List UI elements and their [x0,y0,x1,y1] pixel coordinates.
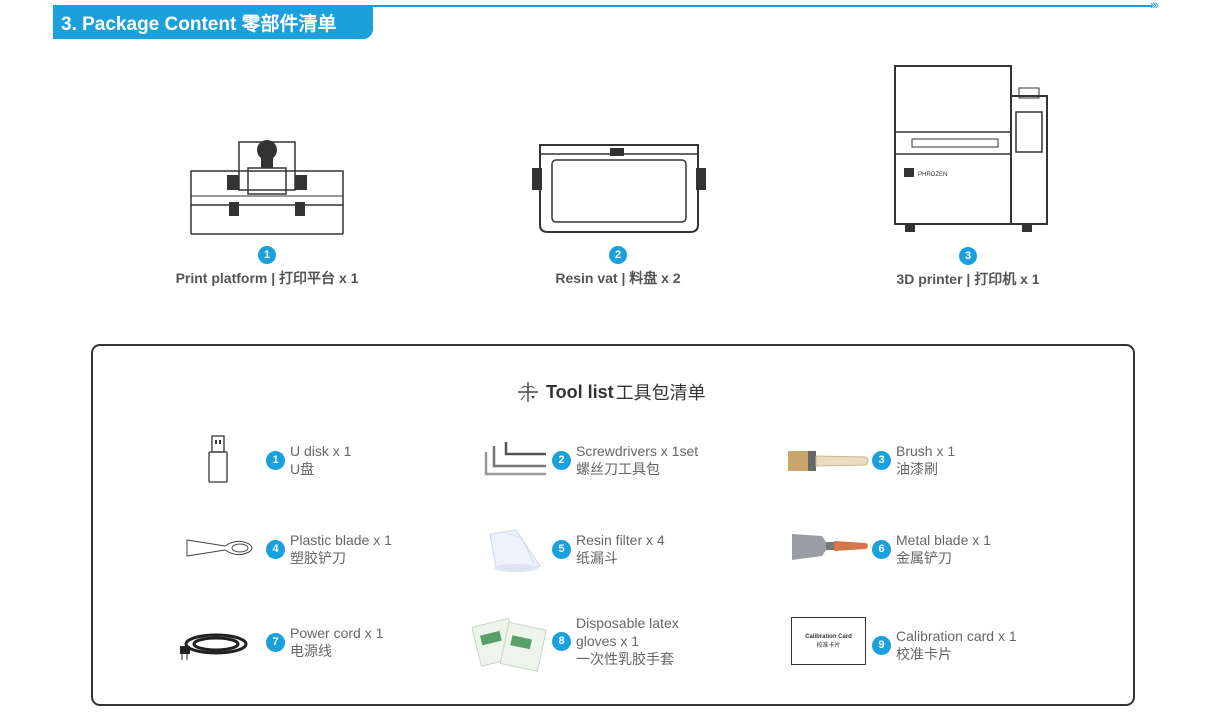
u-disk-icon [208,435,228,483]
tool-name-en: Disposable latex [576,615,679,631]
tool-name-en: Power cord x 1 [290,625,384,641]
item-label: Resin vat | 料盘 x 2 [555,270,681,286]
item-number-badge: 3 [872,450,891,470]
package-item-resin-vat: 2 Resin vat | 料盘 x 2 [458,130,778,286]
item-number-badge: 9 [872,635,891,655]
tool-list-box [91,344,1135,706]
tool-item-screwdrivers: 2 Screwdrivers x 1set 螺丝刀工具包 [552,442,698,478]
header-rule [372,5,1152,7]
tool-item-resin-filter: 5 Resin filter x 4 纸漏斗 [552,531,665,567]
tool-name-en: Screwdrivers x 1set [576,443,699,459]
chevrons-right-icon: ››› [1150,0,1159,12]
tool-name-en: Calibration card x 1 [896,628,1017,644]
print-platform-icon [190,140,344,235]
tool-name-en: Metal blade x 1 [896,532,991,548]
resin-vat-icon [532,144,706,233]
item-number-badge: 7 [266,632,285,652]
tool-list-title: Tool list 工具包清单 [516,379,706,405]
latex-gloves-icon [472,617,547,672]
tool-item-brush: 3 Brush x 1 油漆刷 [872,442,955,478]
tool-name-cn: 一次性乳胶手套 [576,651,674,667]
tool-name-cn: 金属铲刀 [896,550,952,566]
section-title: 3. Package Content 零部件清单 [61,13,337,35]
power-cord-icon [180,633,248,660]
item-number-badge: 2 [609,246,627,264]
tool-item-calibration-card: 9 Calibration card x 1 校准卡片 [872,627,1017,663]
tool-list-title-cn: 工具包清单 [615,383,706,403]
section-header: 3. Package Content 零部件清单 [53,5,373,39]
tool-item-u-disk: 1 U disk x 1 U盘 [266,442,351,478]
tool-list-title-en: Tool list [546,381,614,402]
tool-item-latex-gloves: 8 Disposable latex gloves x 1 一次性乳胶手套 [552,614,679,668]
3d-printer-icon: PHROZEN [894,65,1048,232]
tool-item-power-cord: 7 Power cord x 1 电源线 [266,624,383,660]
item-number-badge: 1 [266,450,285,470]
item-number-badge: 8 [552,631,571,651]
tool-item-metal-blade: 6 Metal blade x 1 金属铲刀 [872,531,991,567]
item-number-badge: 5 [552,539,571,559]
printer-brand: PHROZEN [918,172,947,178]
tool-name-en: U disk x 1 [290,443,352,459]
item-label: 3D printer | 打印机 x 1 [896,271,1040,287]
tool-name-cn: 塑胶铲刀 [290,550,346,566]
calibration-card-icon: Calibration Card 校准卡片 [791,617,866,665]
tool-name-cn: 油漆刷 [896,461,938,477]
item-number-badge: 1 [258,246,276,264]
tool-name-en: Plastic blade x 1 [290,532,392,548]
item-label: Print platform | 打印平台 x 1 [175,270,359,286]
item-number-badge: 2 [552,450,571,470]
tool-name-cn: 螺丝刀工具包 [576,461,660,477]
package-item-3d-printer: PHROZEN 3 3D printer | 打印机 x 1 [808,60,1128,287]
tool-item-plastic-blade: 4 Plastic blade x 1 塑胶铲刀 [266,531,392,567]
plastic-blade-icon [186,539,253,557]
brush-icon [788,451,869,471]
tool-name-en-line2: gloves x 1 [576,633,640,649]
tool-name-cn: U盘 [290,461,315,477]
tools-icon [518,382,538,402]
package-item-print-platform: 1 Print platform | 打印平台 x 1 [107,130,427,286]
item-number-badge: 3 [959,247,977,265]
item-number-badge: 6 [872,539,891,559]
tool-name-en: Resin filter x 4 [576,532,665,548]
metal-blade-icon [792,534,868,560]
resin-filter-icon [489,529,541,572]
tool-name-cn: 纸漏斗 [576,550,618,566]
item-number-badge: 4 [266,539,285,559]
tool-name-en: Brush x 1 [896,443,956,459]
calibration-card-label-cn: 校准卡片 [816,643,841,649]
tool-name-cn: 校准卡片 [896,646,952,662]
calibration-card-label: Calibration Card [805,634,852,640]
screwdrivers-icon [484,442,546,476]
tool-name-cn: 电源线 [290,643,332,659]
